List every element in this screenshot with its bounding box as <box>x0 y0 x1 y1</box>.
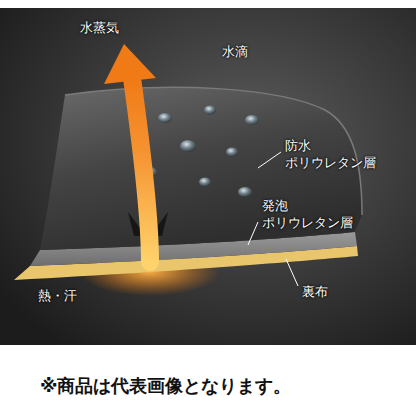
dark-panel <box>0 8 416 345</box>
arrow-head <box>104 44 156 84</box>
water-drops <box>143 106 259 198</box>
layer-label: 発泡 ポリウレタン層 <box>262 198 362 232</box>
heat-label: 熱・汗 <box>38 288 77 305</box>
caption: ※商品は代表画像となります。 <box>40 374 292 398</box>
layer-label: 防水 ポリウレタン層 <box>285 138 385 172</box>
vapor-arrow <box>132 78 150 262</box>
droplet-label: 水滴 <box>222 44 248 61</box>
layer-label: 裏布 <box>302 284 328 301</box>
vapor-label: 水蒸気 <box>80 20 119 37</box>
layer-edge <box>65 87 362 215</box>
